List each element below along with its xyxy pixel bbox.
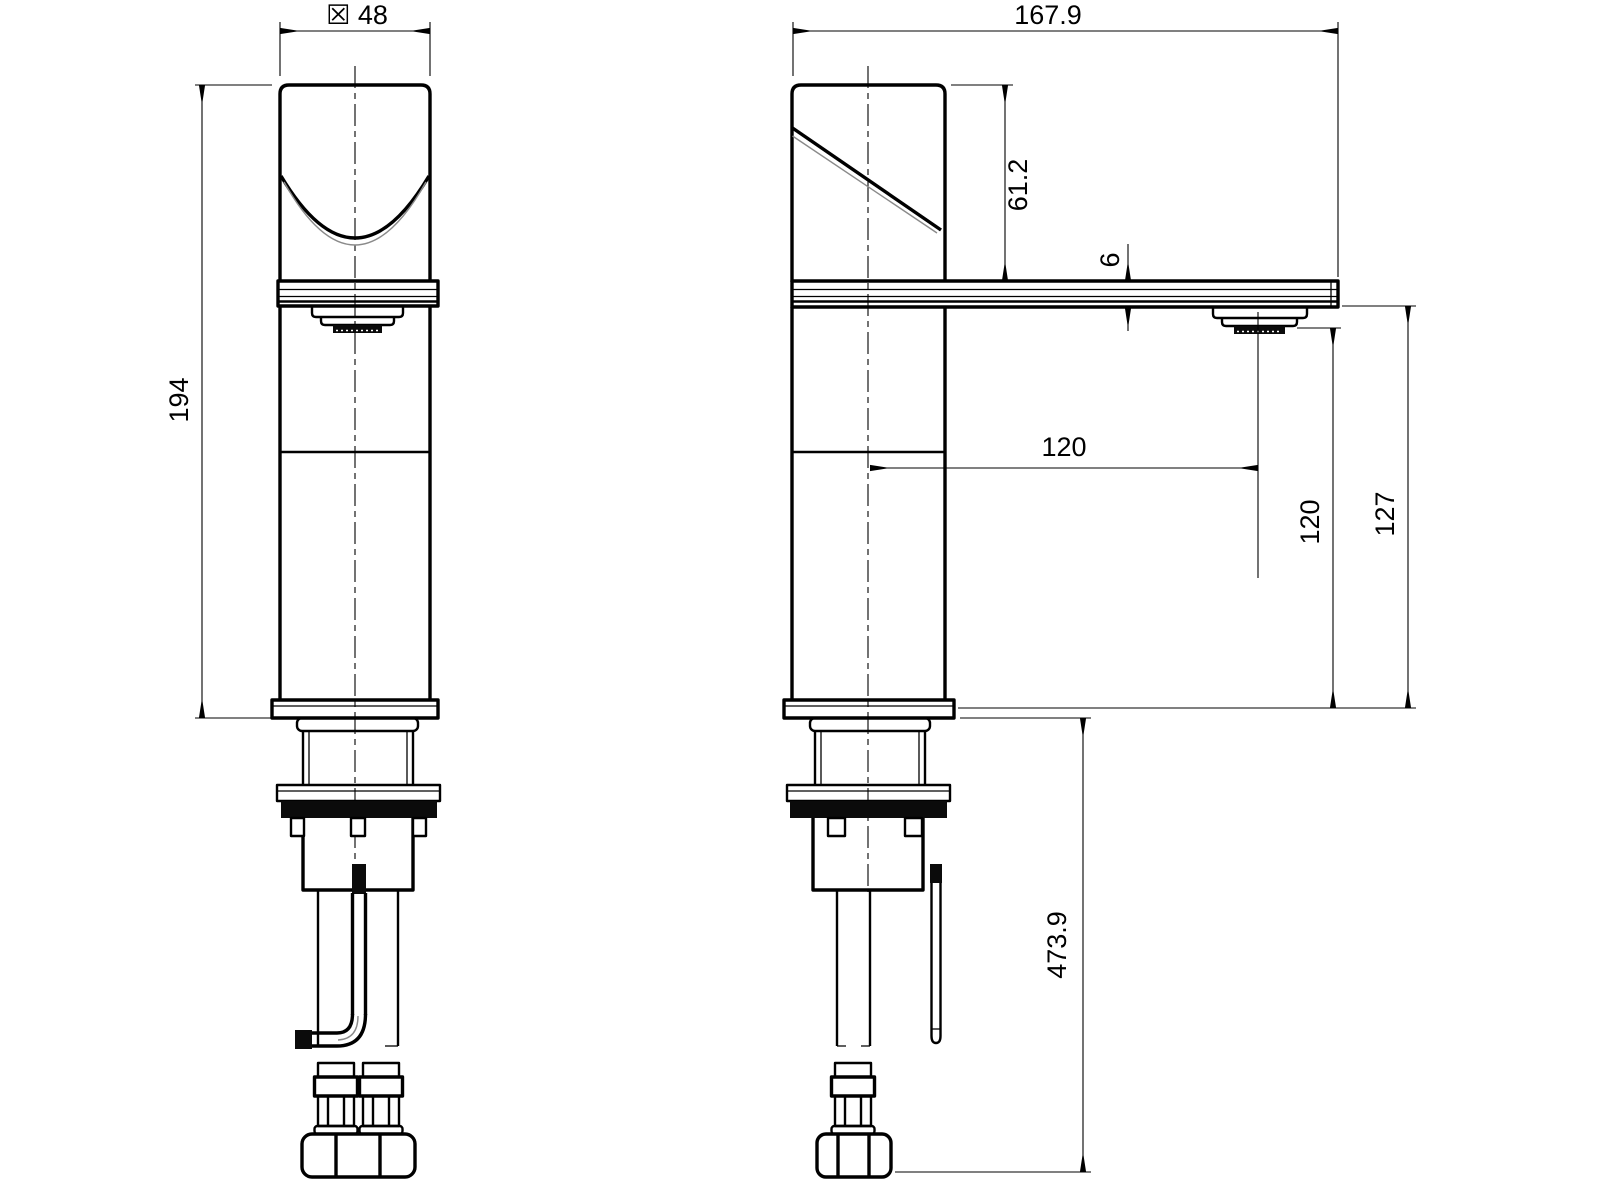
body-side — [790, 307, 947, 700]
spout-plate-front — [276, 279, 440, 308]
hex-nut-front — [300, 1132, 417, 1179]
hose-fitting-side — [829, 1061, 877, 1136]
side-view — [782, 66, 1340, 1179]
hose-fitting-right — [357, 1061, 405, 1136]
dim-label-diameter-48: ☒ 48 — [326, 0, 388, 30]
base-flange-side — [782, 698, 956, 720]
handle-front — [278, 83, 432, 282]
aerator-side — [1211, 307, 1309, 334]
dimension-plate-127: 127 — [1342, 305, 1416, 708]
dim-label-height-194: 194 — [164, 377, 194, 422]
bracket-tab-right — [411, 816, 428, 838]
dim-label-plate-6: 6 — [1095, 252, 1125, 267]
gasket-front — [281, 801, 437, 818]
body-front — [278, 306, 432, 700]
handle-spout-arc-inner — [283, 181, 427, 246]
dim-label-plate-127: 127 — [1370, 491, 1400, 536]
dim-label-depth-167-9: 167.9 — [1014, 0, 1082, 30]
dimension-outlet-120: 120 — [958, 327, 1416, 709]
hex-nut-side — [815, 1132, 893, 1179]
dimension-reach-120: 120 — [870, 312, 1259, 578]
dimension-diameter-48: ☒ 48 — [279, 0, 431, 76]
dimension-hose-473-9: 473.9 — [895, 717, 1091, 1173]
dimension-depth-167-9: 167.9 — [792, 0, 1339, 277]
bracket-tab-left-side — [826, 816, 847, 838]
washer-front — [275, 783, 442, 803]
dimensions: ☒ 48 194 167.9 61.2 6 — [164, 0, 1416, 1173]
bent-hose-front — [295, 864, 368, 1049]
bracket-tab-right-side — [903, 816, 924, 838]
hose-fitting-left — [312, 1061, 360, 1136]
dim-label-handle-61-2: 61.2 — [1003, 159, 1033, 212]
spout-plate-side — [790, 279, 1340, 309]
dim-label-reach-120: 120 — [1041, 432, 1086, 462]
dimension-height-194: 194 — [164, 84, 276, 719]
handle-diagonal-cut — [791, 126, 942, 232]
shank-side — [808, 716, 932, 785]
supply-hose-side — [835, 890, 872, 1047]
supply-hose-left-front — [316, 890, 331, 1047]
dim-label-hose-473-9: 473.9 — [1042, 911, 1072, 979]
handle-side — [790, 83, 947, 282]
gasket-side — [790, 801, 947, 818]
supply-hose-right-front — [385, 890, 400, 1047]
bracket-tab-left — [289, 816, 306, 838]
mounting-bracket-side — [811, 818, 925, 892]
dim-label-outlet-120: 120 — [1295, 499, 1325, 544]
shank-front — [295, 716, 420, 785]
front-view — [270, 66, 442, 1179]
bracket-tab-center — [349, 816, 367, 838]
handle-diagonal-cut-inner — [792, 135, 938, 234]
handle-spout-arc — [279, 175, 431, 240]
dimension-handle-61-2: 61.2 — [951, 84, 1033, 281]
aerator-front — [310, 306, 405, 333]
mounting-stud-side — [930, 864, 942, 1045]
dimension-plate-6: 6 — [1095, 244, 1132, 331]
